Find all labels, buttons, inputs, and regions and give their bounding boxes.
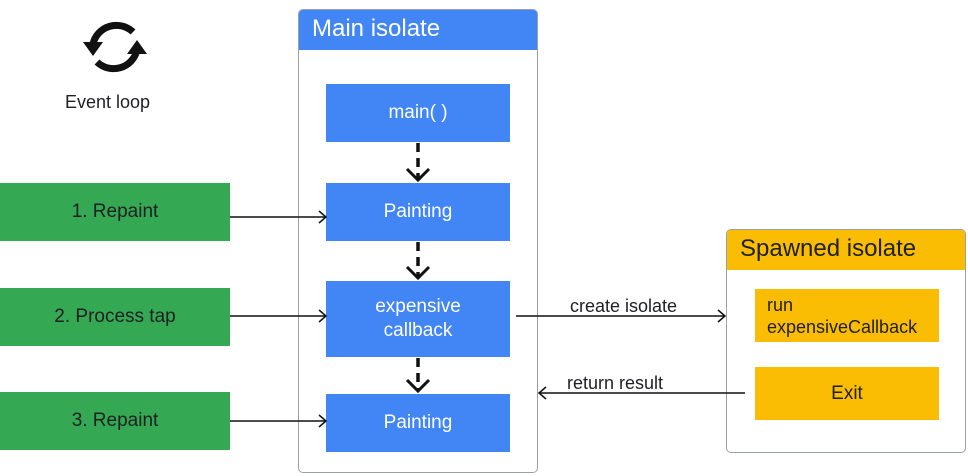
flow-chevron-3	[405, 378, 431, 394]
create-isolate-label: create isolate	[570, 296, 678, 316]
run-expensive-callback-box: run expensiveCallback	[755, 289, 939, 342]
flow-chevron-2	[405, 265, 431, 281]
return-result-label: return result	[567, 373, 664, 393]
main-function-box: main( )	[326, 84, 510, 142]
painting-box-2: Painting	[326, 394, 510, 452]
expensive-callback-label: expensive callback	[375, 296, 461, 341]
expensive-callback-box: expensive callback	[326, 281, 510, 357]
exit-box: Exit	[755, 367, 939, 420]
flow-chevron-1	[405, 167, 431, 183]
event-loop-label: Event loop	[65, 92, 151, 112]
event-loop-group: Event loop	[50, 10, 180, 120]
main-isolate-title: Main isolate	[299, 10, 537, 50]
event-repaint-2: 3. Repaint	[0, 392, 230, 450]
event-process-tap: 2. Process tap	[0, 288, 230, 346]
sync-icon	[83, 21, 147, 73]
event-repaint-1: 1. Repaint	[0, 183, 230, 241]
spawned-isolate-title: Spawned isolate	[727, 230, 965, 270]
run-expensive-callback-label: run expensiveCallback	[767, 294, 918, 337]
painting-box-1: Painting	[326, 183, 510, 241]
